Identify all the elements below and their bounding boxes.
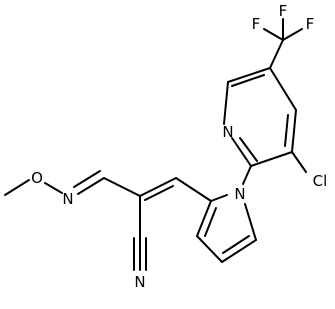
bonds: [4, 18, 307, 271]
bond-c3-cl: [291, 151, 307, 173]
bond-pyridine-c5-c6: [227, 67, 271, 83]
atom-n-pyridine: N: [222, 123, 233, 141]
bond-pyridine-n-c2: [231, 137, 252, 167]
bond-oxime-c-n: [77, 177, 105, 195]
bond-pyrrole-c3-c2: [196, 200, 212, 237]
atom-n-pyrrole: N: [234, 185, 245, 203]
bond-oxime-c-n-double: [73, 170, 101, 188]
bond-pyrrole-n-c5: [244, 203, 257, 241]
bond-pyridine-n-c2-double: [239, 137, 258, 162]
bond-pyridine-c6-n: [223, 81, 229, 125]
bond-pyrrole-c3-c2-double: [204, 207, 217, 237]
bond-pyrrole-c5-c4-double: [222, 235, 250, 254]
atom-labels: F F F N Cl N N O N: [31, 2, 327, 291]
bond-vinyl-double: [139, 177, 177, 197]
bond-oxime-n-o: [44, 182, 63, 194]
bond-pyrrole-c4-c3: [196, 235, 223, 263]
bond-cf3-f-right: [282, 28, 303, 41]
bond-pyridine-c3-c4-double: [284, 114, 289, 147]
bond-c-to-oxime-carbon: [103, 177, 141, 197]
atom-o-methoxy: O: [31, 169, 43, 187]
bond-cf3-f-left: [263, 28, 284, 41]
atom-f-left: F: [252, 15, 261, 33]
bond-pyrrole-c2-vinyl: [175, 177, 212, 202]
atom-n-oxime: N: [62, 190, 73, 208]
bond-pyridine-c3-c4: [291, 109, 297, 153]
bond-pyrrole-c5-c4: [221, 239, 257, 263]
bond-vinyl-double-inner: [144, 185, 174, 201]
bond-cf3-to-ring: [269, 39, 284, 69]
bond-pyridine-c6-c6-double: [231, 74, 265, 87]
atom-cl: Cl: [313, 172, 328, 190]
bond-pyridine-c4-c5: [269, 67, 297, 111]
bond-pyrrole-c2-n: [210, 194, 228, 202]
atom-n-nitrile: N: [134, 273, 145, 291]
atom-f-top: F: [279, 2, 288, 20]
atom-f-right: F: [306, 15, 315, 33]
bond-c2-n-pyrrole: [242, 165, 252, 185]
bond-pyridine-c2-c3: [250, 151, 293, 167]
bond-o-methyl: [4, 179, 30, 196]
